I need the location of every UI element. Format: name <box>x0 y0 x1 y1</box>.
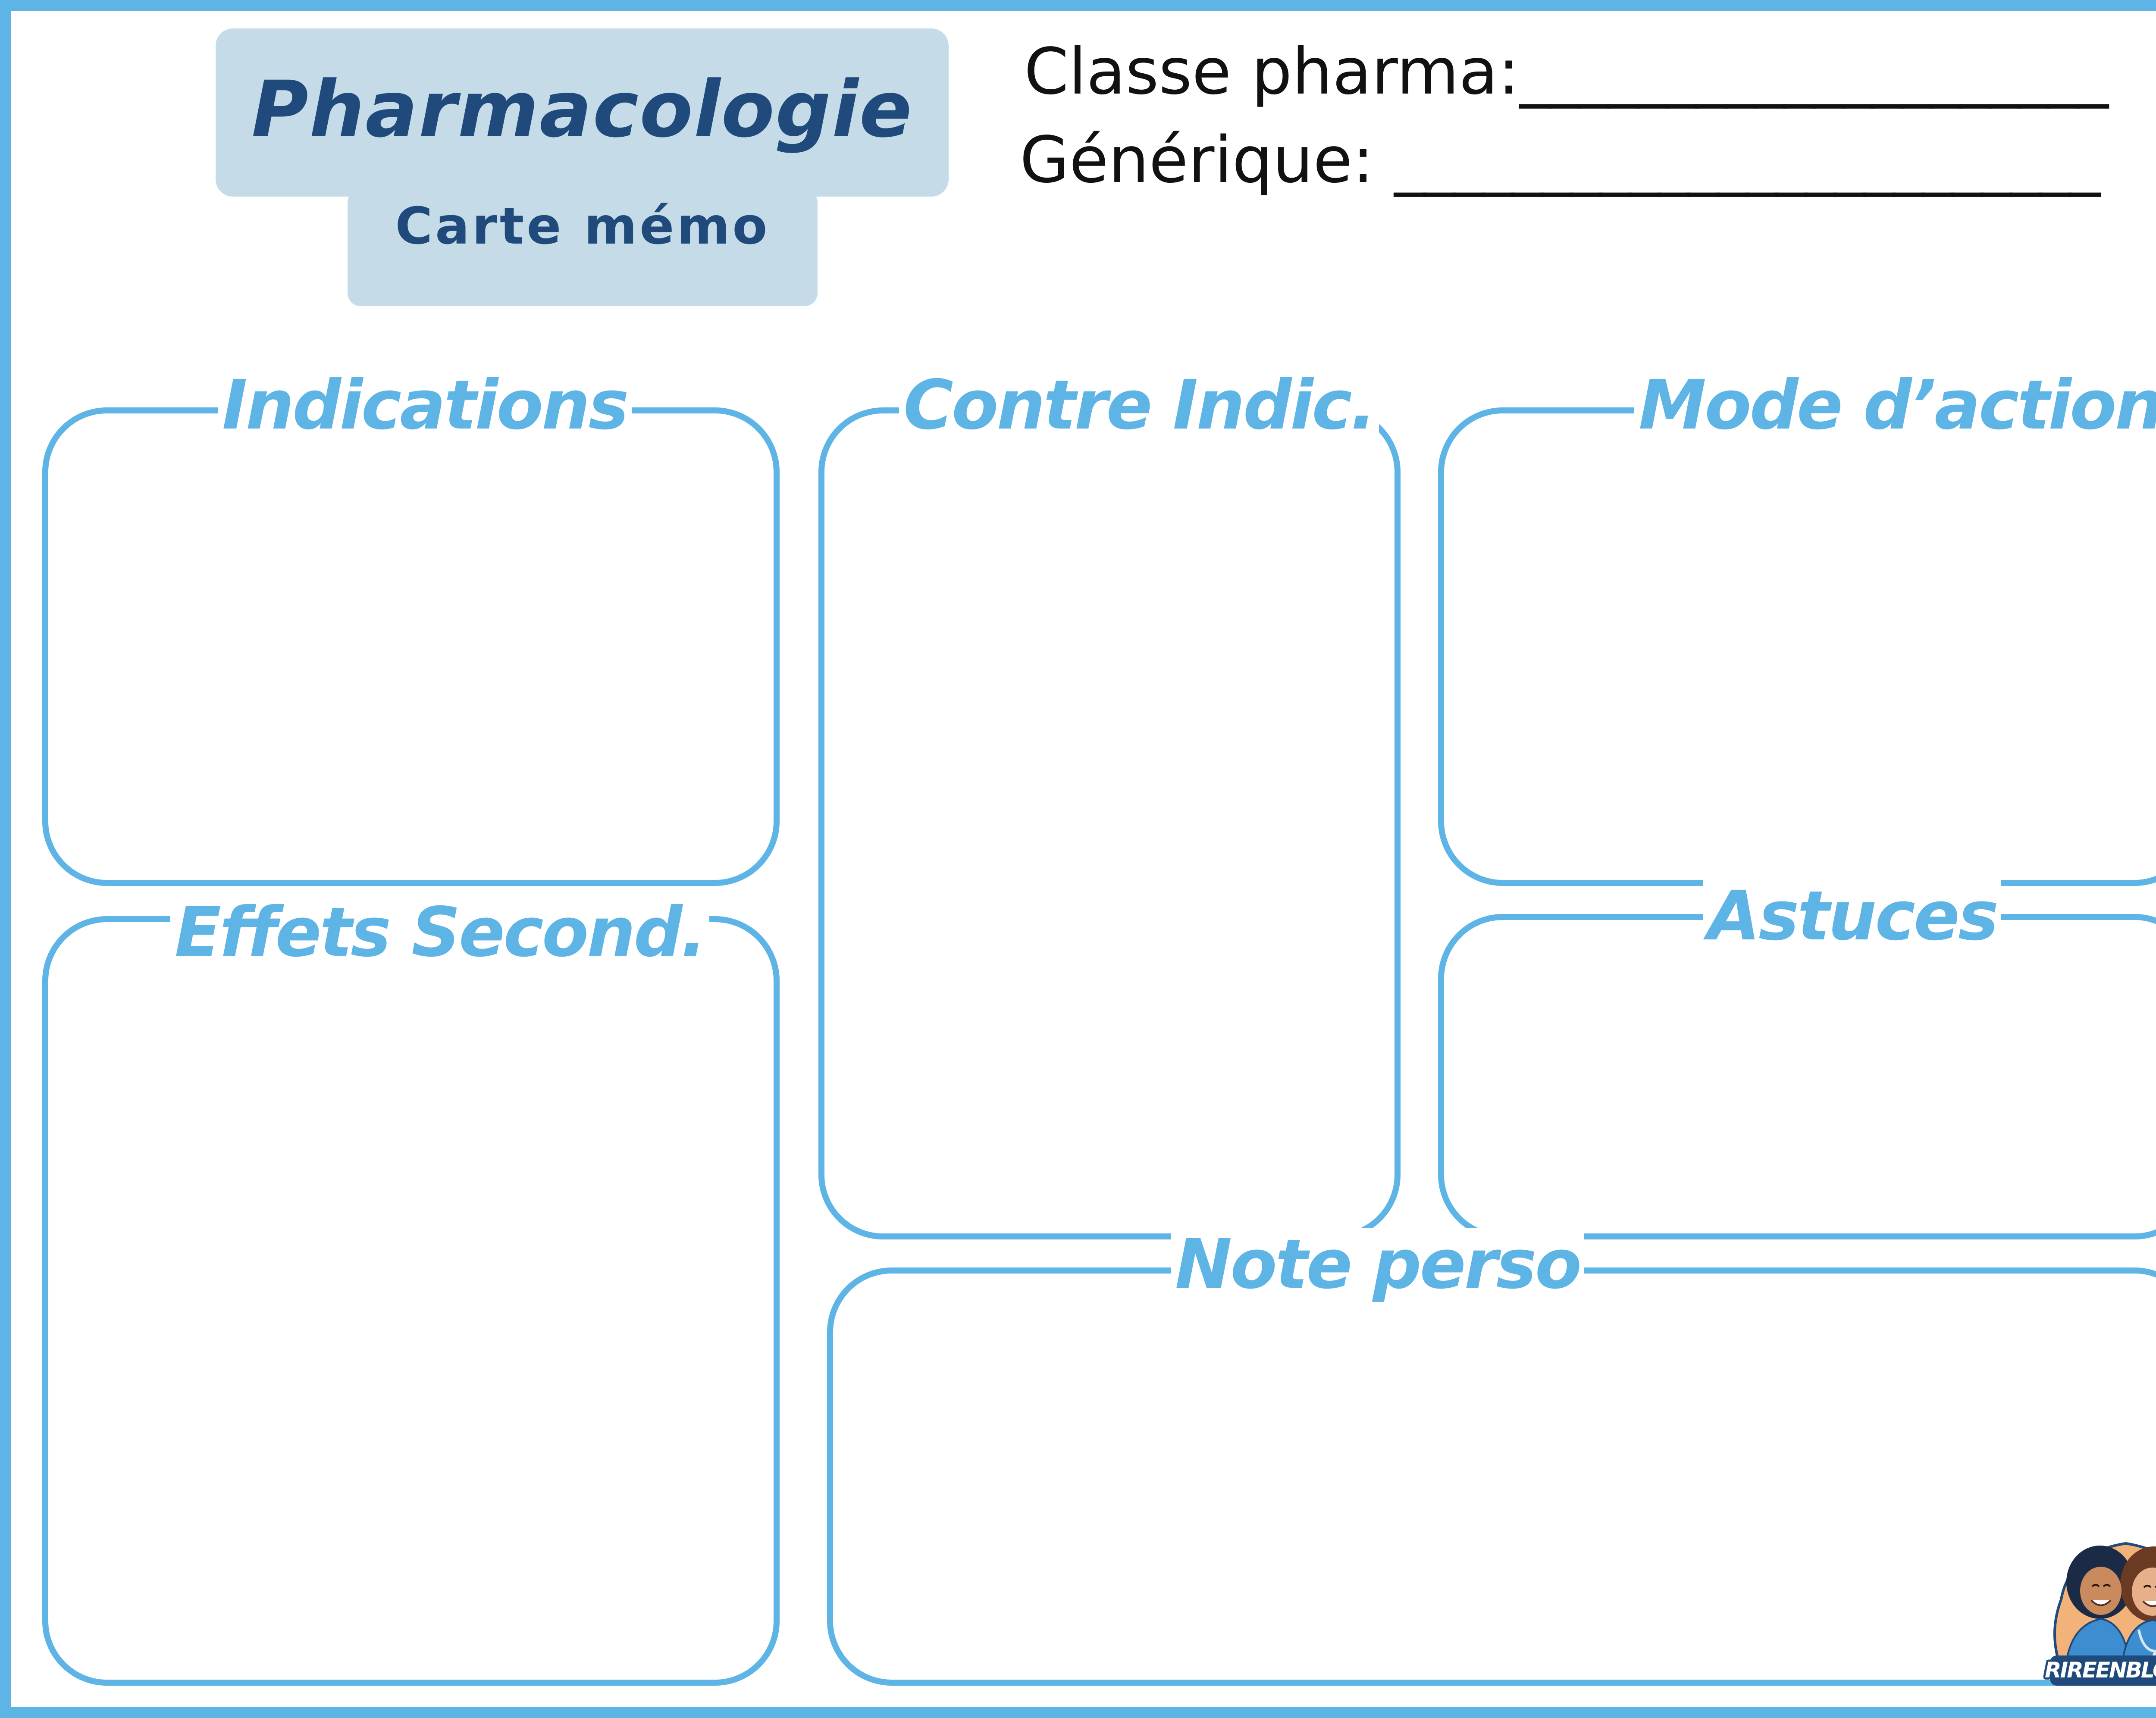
generique-label: Générique: <box>1020 123 1395 197</box>
classe-pharma-blank[interactable]: ____________________ <box>1519 34 2109 109</box>
contre-indications-heading: Contre Indic. <box>899 369 1379 442</box>
classe-pharma-field[interactable]: Classe pharma:____________________ <box>1024 34 2109 109</box>
generique-field[interactable]: Générique: ________________________ <box>1020 123 2100 197</box>
brand-logo <box>2050 1542 2156 1686</box>
mode-action-box[interactable] <box>1438 407 2156 886</box>
effets-secondaires-heading: Effets Second. <box>170 896 709 969</box>
astuces-box[interactable] <box>1438 914 2156 1239</box>
page-subtitle: Carte mémo <box>395 196 770 256</box>
subtitle-banner <box>348 190 818 306</box>
contre-indications-box[interactable] <box>818 407 1401 1239</box>
page-title: Pharmacologie <box>251 65 913 155</box>
indications-box[interactable] <box>42 407 780 886</box>
note-perso-heading: Note perso <box>1171 1228 1585 1301</box>
mode-action-heading: Mode d’action <box>1634 369 2156 442</box>
brand-logo-text: RIREENBLOUSE <box>2045 1658 2156 1683</box>
title-banner <box>216 28 949 197</box>
classe-pharma-label: Classe pharma: <box>1024 34 1520 109</box>
generique-blank[interactable]: ________________________ <box>1394 123 2100 197</box>
effets-secondaires-box[interactable] <box>42 916 780 1686</box>
note-perso-box[interactable] <box>827 1267 2156 1686</box>
indications-heading: Indications <box>218 369 632 442</box>
astuces-heading: Astuces <box>1703 879 2002 953</box>
